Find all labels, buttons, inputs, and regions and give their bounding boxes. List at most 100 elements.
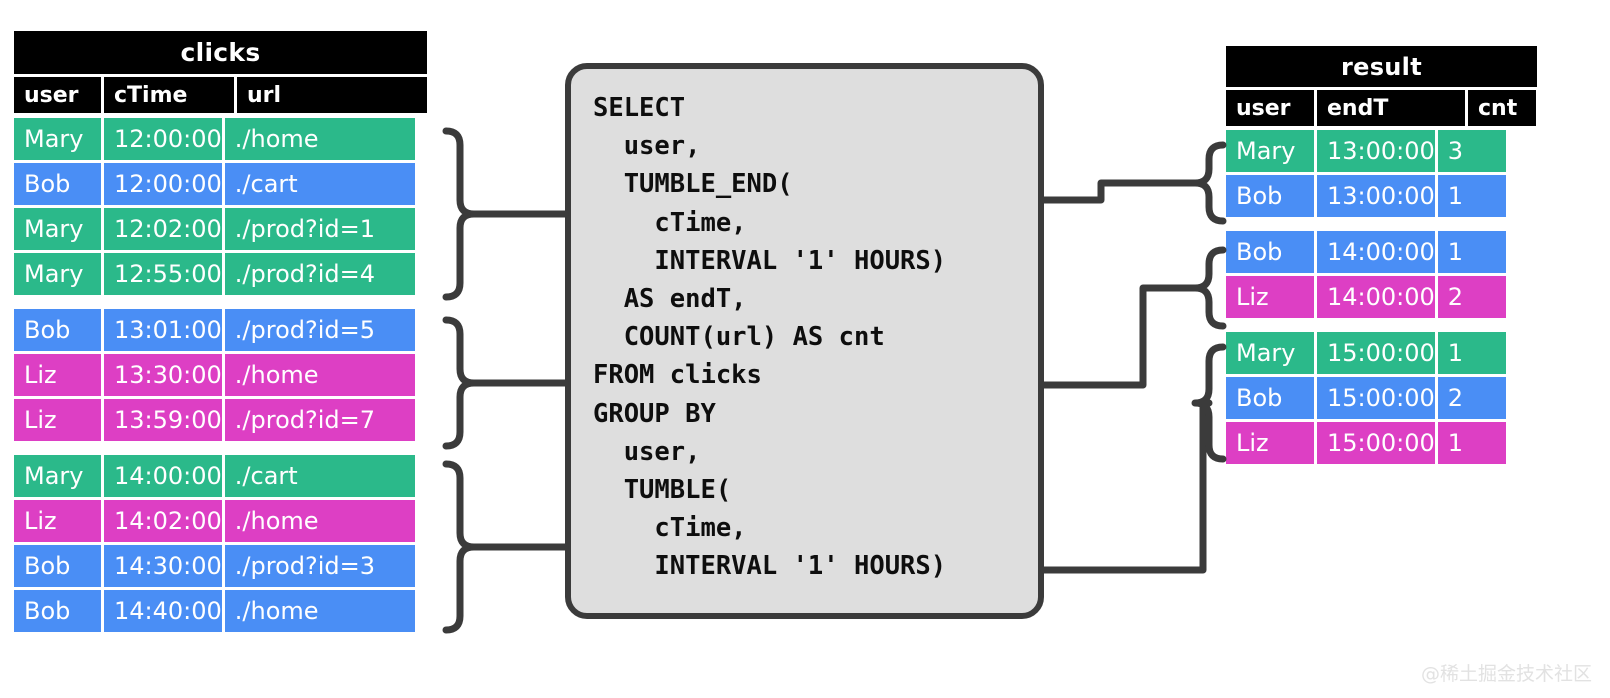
- cell-user: Liz: [1226, 276, 1314, 318]
- watermark: @稀土掘金技术社区: [1420, 663, 1592, 685]
- cell-user: Mary: [14, 253, 101, 295]
- clicks-header-url: url: [237, 77, 427, 113]
- cell-cTime: 14:00:00: [104, 455, 222, 497]
- cell-cnt: 2: [1437, 276, 1506, 318]
- cell-user: Mary: [1226, 332, 1314, 374]
- cell-user: Bob: [14, 545, 101, 587]
- cell-cnt: 1: [1437, 175, 1506, 217]
- result-header-user: user: [1226, 90, 1314, 126]
- cell-user: Liz: [1226, 422, 1314, 464]
- cell-cTime: 13:59:00: [104, 399, 222, 441]
- right-connector-3: [1040, 399, 1213, 574]
- left-brace-group-1: [442, 127, 478, 301]
- cell-user: Liz: [14, 500, 101, 542]
- cell-url: ./home: [224, 500, 415, 542]
- right-brace-group-3: [1191, 343, 1227, 463]
- cell-url: ./home: [224, 590, 415, 632]
- result-header-row: user endT cnt: [1226, 90, 1537, 126]
- cell-endT: 15:00:00: [1317, 377, 1435, 419]
- sql-query-box: SELECT user, TUMBLE_END( cTime, INTERVAL…: [565, 63, 1044, 619]
- cell-user: Liz: [14, 399, 101, 441]
- cell-user: Bob: [1226, 377, 1314, 419]
- clicks-table-title: clicks: [14, 31, 427, 74]
- cell-url: ./prod?id=1: [224, 208, 415, 250]
- cell-cnt: 3: [1437, 130, 1506, 172]
- cell-user: Bob: [14, 309, 101, 351]
- cell-cnt: 2: [1437, 377, 1506, 419]
- cell-cTime: 13:30:00: [104, 354, 222, 396]
- cell-url: ./home: [224, 118, 415, 160]
- cell-user: Bob: [1226, 175, 1314, 217]
- cell-cTime: 14:30:00: [104, 545, 222, 587]
- right-connector-1: [1040, 179, 1199, 204]
- cell-endT: 13:00:00: [1317, 130, 1435, 172]
- cell-url: ./home: [224, 354, 415, 396]
- cell-url: ./prod?id=7: [224, 399, 415, 441]
- cell-user: Mary: [1226, 130, 1314, 172]
- cell-cTime: 13:01:00: [104, 309, 222, 351]
- cell-user: Bob: [14, 163, 101, 205]
- clicks-header-ctime: cTime: [104, 77, 234, 113]
- left-brace-group-2: [442, 316, 478, 450]
- clicks-header-user: user: [14, 77, 101, 113]
- right-brace-group-1: [1191, 141, 1227, 225]
- cell-cnt: 1: [1437, 231, 1506, 273]
- cell-endT: 14:00:00: [1317, 231, 1435, 273]
- left-brace-group-3: [442, 460, 478, 634]
- cell-url: ./prod?id=5: [224, 309, 415, 351]
- result-header-endt: endT: [1317, 90, 1465, 126]
- cell-cTime: 14:40:00: [104, 590, 222, 632]
- cell-endT: 14:00:00: [1317, 276, 1435, 318]
- cell-user: Mary: [14, 208, 101, 250]
- cell-user: Liz: [14, 354, 101, 396]
- cell-cnt: 1: [1437, 332, 1506, 374]
- cell-endT: 13:00:00: [1317, 175, 1435, 217]
- cell-cTime: 12:55:00: [104, 253, 222, 295]
- cell-user: Mary: [14, 455, 101, 497]
- cell-url: ./cart: [224, 455, 415, 497]
- cell-cTime: 12:00:00: [104, 118, 222, 160]
- cell-cTime: 12:00:00: [104, 163, 222, 205]
- cell-cTime: 12:02:00: [104, 208, 222, 250]
- cell-endT: 15:00:00: [1317, 332, 1435, 374]
- cell-endT: 15:00:00: [1317, 422, 1435, 464]
- cell-user: Bob: [14, 590, 101, 632]
- result-table-title: result: [1226, 46, 1537, 87]
- sql-query-text: SELECT user, TUMBLE_END( cTime, INTERVAL…: [593, 93, 947, 582]
- cell-url: ./prod?id=3: [224, 545, 415, 587]
- cell-cTime: 14:02:00: [104, 500, 222, 542]
- cell-user: Mary: [14, 118, 101, 160]
- right-connector-2: [1040, 284, 1199, 389]
- cell-url: ./prod?id=4: [224, 253, 415, 295]
- cell-user: Bob: [1226, 231, 1314, 273]
- cell-cnt: 1: [1437, 422, 1506, 464]
